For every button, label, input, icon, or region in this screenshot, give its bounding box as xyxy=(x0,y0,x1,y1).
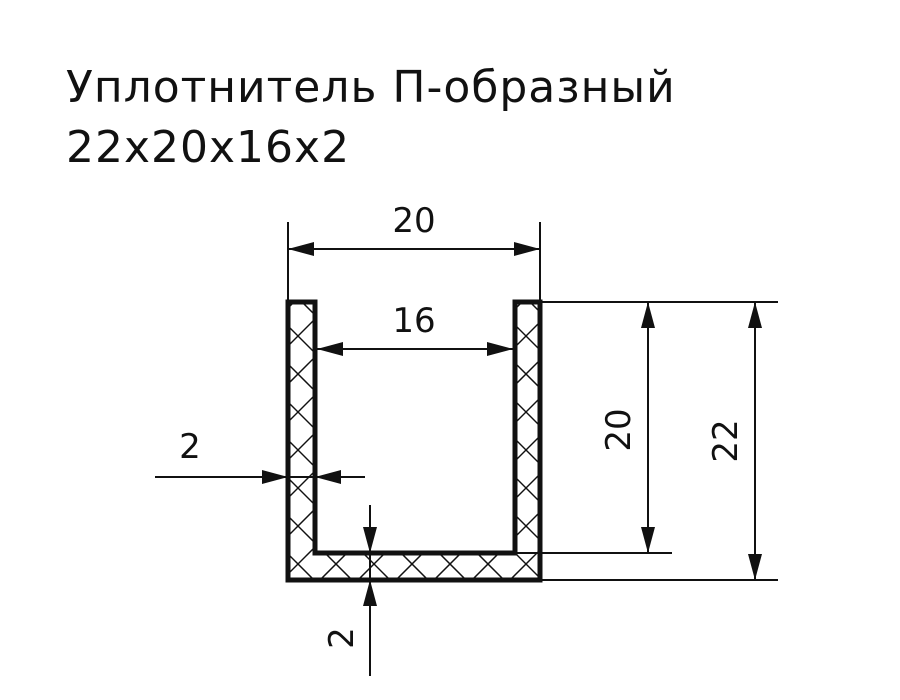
dimension-outer-height: 22 xyxy=(706,302,762,580)
title-line-1: Уплотнитель П-образный xyxy=(66,62,676,113)
title-line-2: 22x20x16x2 xyxy=(66,122,350,173)
dimension-inner-height: 20 xyxy=(599,302,655,553)
bottom-thickness-label: 2 xyxy=(322,627,362,649)
inner-width-label: 16 xyxy=(392,301,435,341)
dimension-inner-width: 16 xyxy=(317,301,513,356)
outer-width-label: 20 xyxy=(392,201,435,241)
outer-height-label: 22 xyxy=(706,419,746,462)
profile-outline xyxy=(285,299,543,583)
wall-thickness-label: 2 xyxy=(179,427,201,467)
dimension-wall-thickness: 2 xyxy=(155,427,365,484)
section-hatching xyxy=(288,302,540,580)
dimension-outer-width: 20 xyxy=(287,201,541,300)
dimension-bottom-thickness: 2 xyxy=(322,505,377,676)
inner-height-label: 20 xyxy=(599,408,639,451)
